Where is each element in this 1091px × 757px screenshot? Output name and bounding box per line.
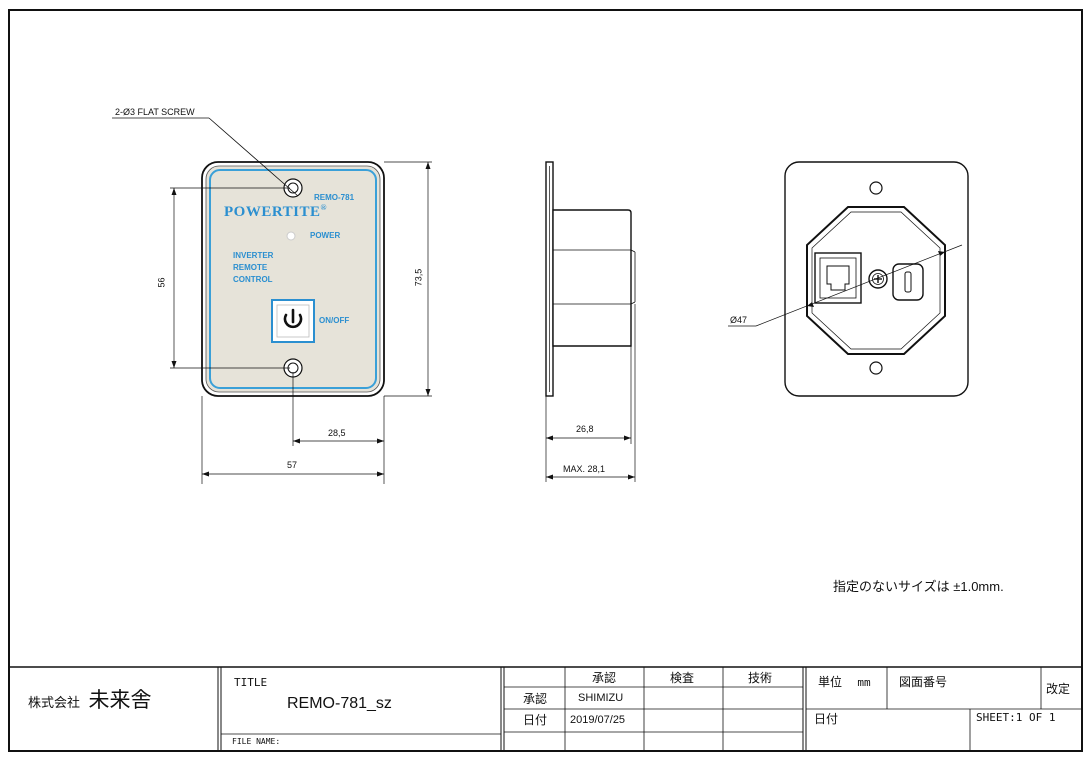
- company-name-block: 株式会社 未来舎: [28, 690, 151, 711]
- screw-callout-label: 2-Ø3 FLAT SCREW: [115, 107, 195, 117]
- side-body: [552, 209, 632, 347]
- sheet-number: SHEET:1 OF 1: [976, 711, 1056, 724]
- rear-view: [728, 161, 969, 397]
- dim-total-height: 73,5: [413, 268, 424, 287]
- power-symbol-arc: [283, 313, 303, 329]
- side-view: [545, 161, 636, 482]
- title-block-date-label: 日付: [814, 712, 839, 726]
- onoff-label: ON/OFF: [319, 316, 350, 325]
- dim-half-width: 28,5: [328, 428, 346, 438]
- front-view: [112, 117, 432, 484]
- brand-registered-mark: ®: [320, 203, 327, 212]
- row-date-label: 日付: [523, 713, 548, 727]
- unit-label-text: 単位: [818, 675, 843, 689]
- product-line-1: INVERTER: [233, 251, 274, 260]
- title-block: [9, 666, 1082, 751]
- title-label: TITLE: [234, 676, 268, 689]
- power-led: [286, 231, 296, 241]
- dim-diameter: Ø47: [730, 315, 748, 325]
- company-name: 未来舎: [88, 689, 152, 712]
- sheet-border: [8, 9, 1083, 752]
- approval-header-engineer: 技術: [748, 671, 773, 685]
- drawing-number-label: 図面番号: [899, 675, 948, 689]
- power-label: POWER: [310, 231, 341, 240]
- product-line-2: REMOTE: [233, 263, 268, 272]
- brand-logo: POWERTITE®: [224, 204, 327, 220]
- approval-header-approve: 承認: [592, 671, 617, 685]
- revision-label: 改定: [1046, 682, 1071, 696]
- dim-width: 57: [287, 460, 298, 470]
- model-label: REMO-781: [314, 193, 355, 202]
- product-line-3: CONTROL: [233, 275, 273, 284]
- rear-top-hole: [869, 181, 883, 195]
- row-approve-value: SHIMIZU: [578, 692, 624, 704]
- dim-holes-height: 56: [156, 277, 167, 288]
- row-approve-label: 承認: [523, 692, 548, 706]
- rear-bottom-hole: [869, 361, 883, 375]
- tolerance-note: 指定のないサイズは ±1.0mm.: [833, 579, 1004, 594]
- dim-max-depth: MAX. 28,1: [563, 464, 606, 474]
- rj-jack: [814, 252, 862, 304]
- file-name-label: FILE NAME:: [232, 737, 281, 746]
- approval-header-inspect: 検査: [670, 671, 695, 685]
- title-value: REMO-781_sz: [287, 695, 392, 712]
- unit-value: mm: [857, 676, 871, 689]
- brand-name: POWERTITE: [224, 204, 321, 220]
- unit-label: 単位 mm: [818, 676, 871, 688]
- rear-switch-slot: [892, 263, 924, 301]
- dim-depth: 26,8: [576, 424, 594, 434]
- company-prefix: 株式会社: [28, 695, 81, 710]
- row-date-value: 2019/07/25: [570, 714, 626, 726]
